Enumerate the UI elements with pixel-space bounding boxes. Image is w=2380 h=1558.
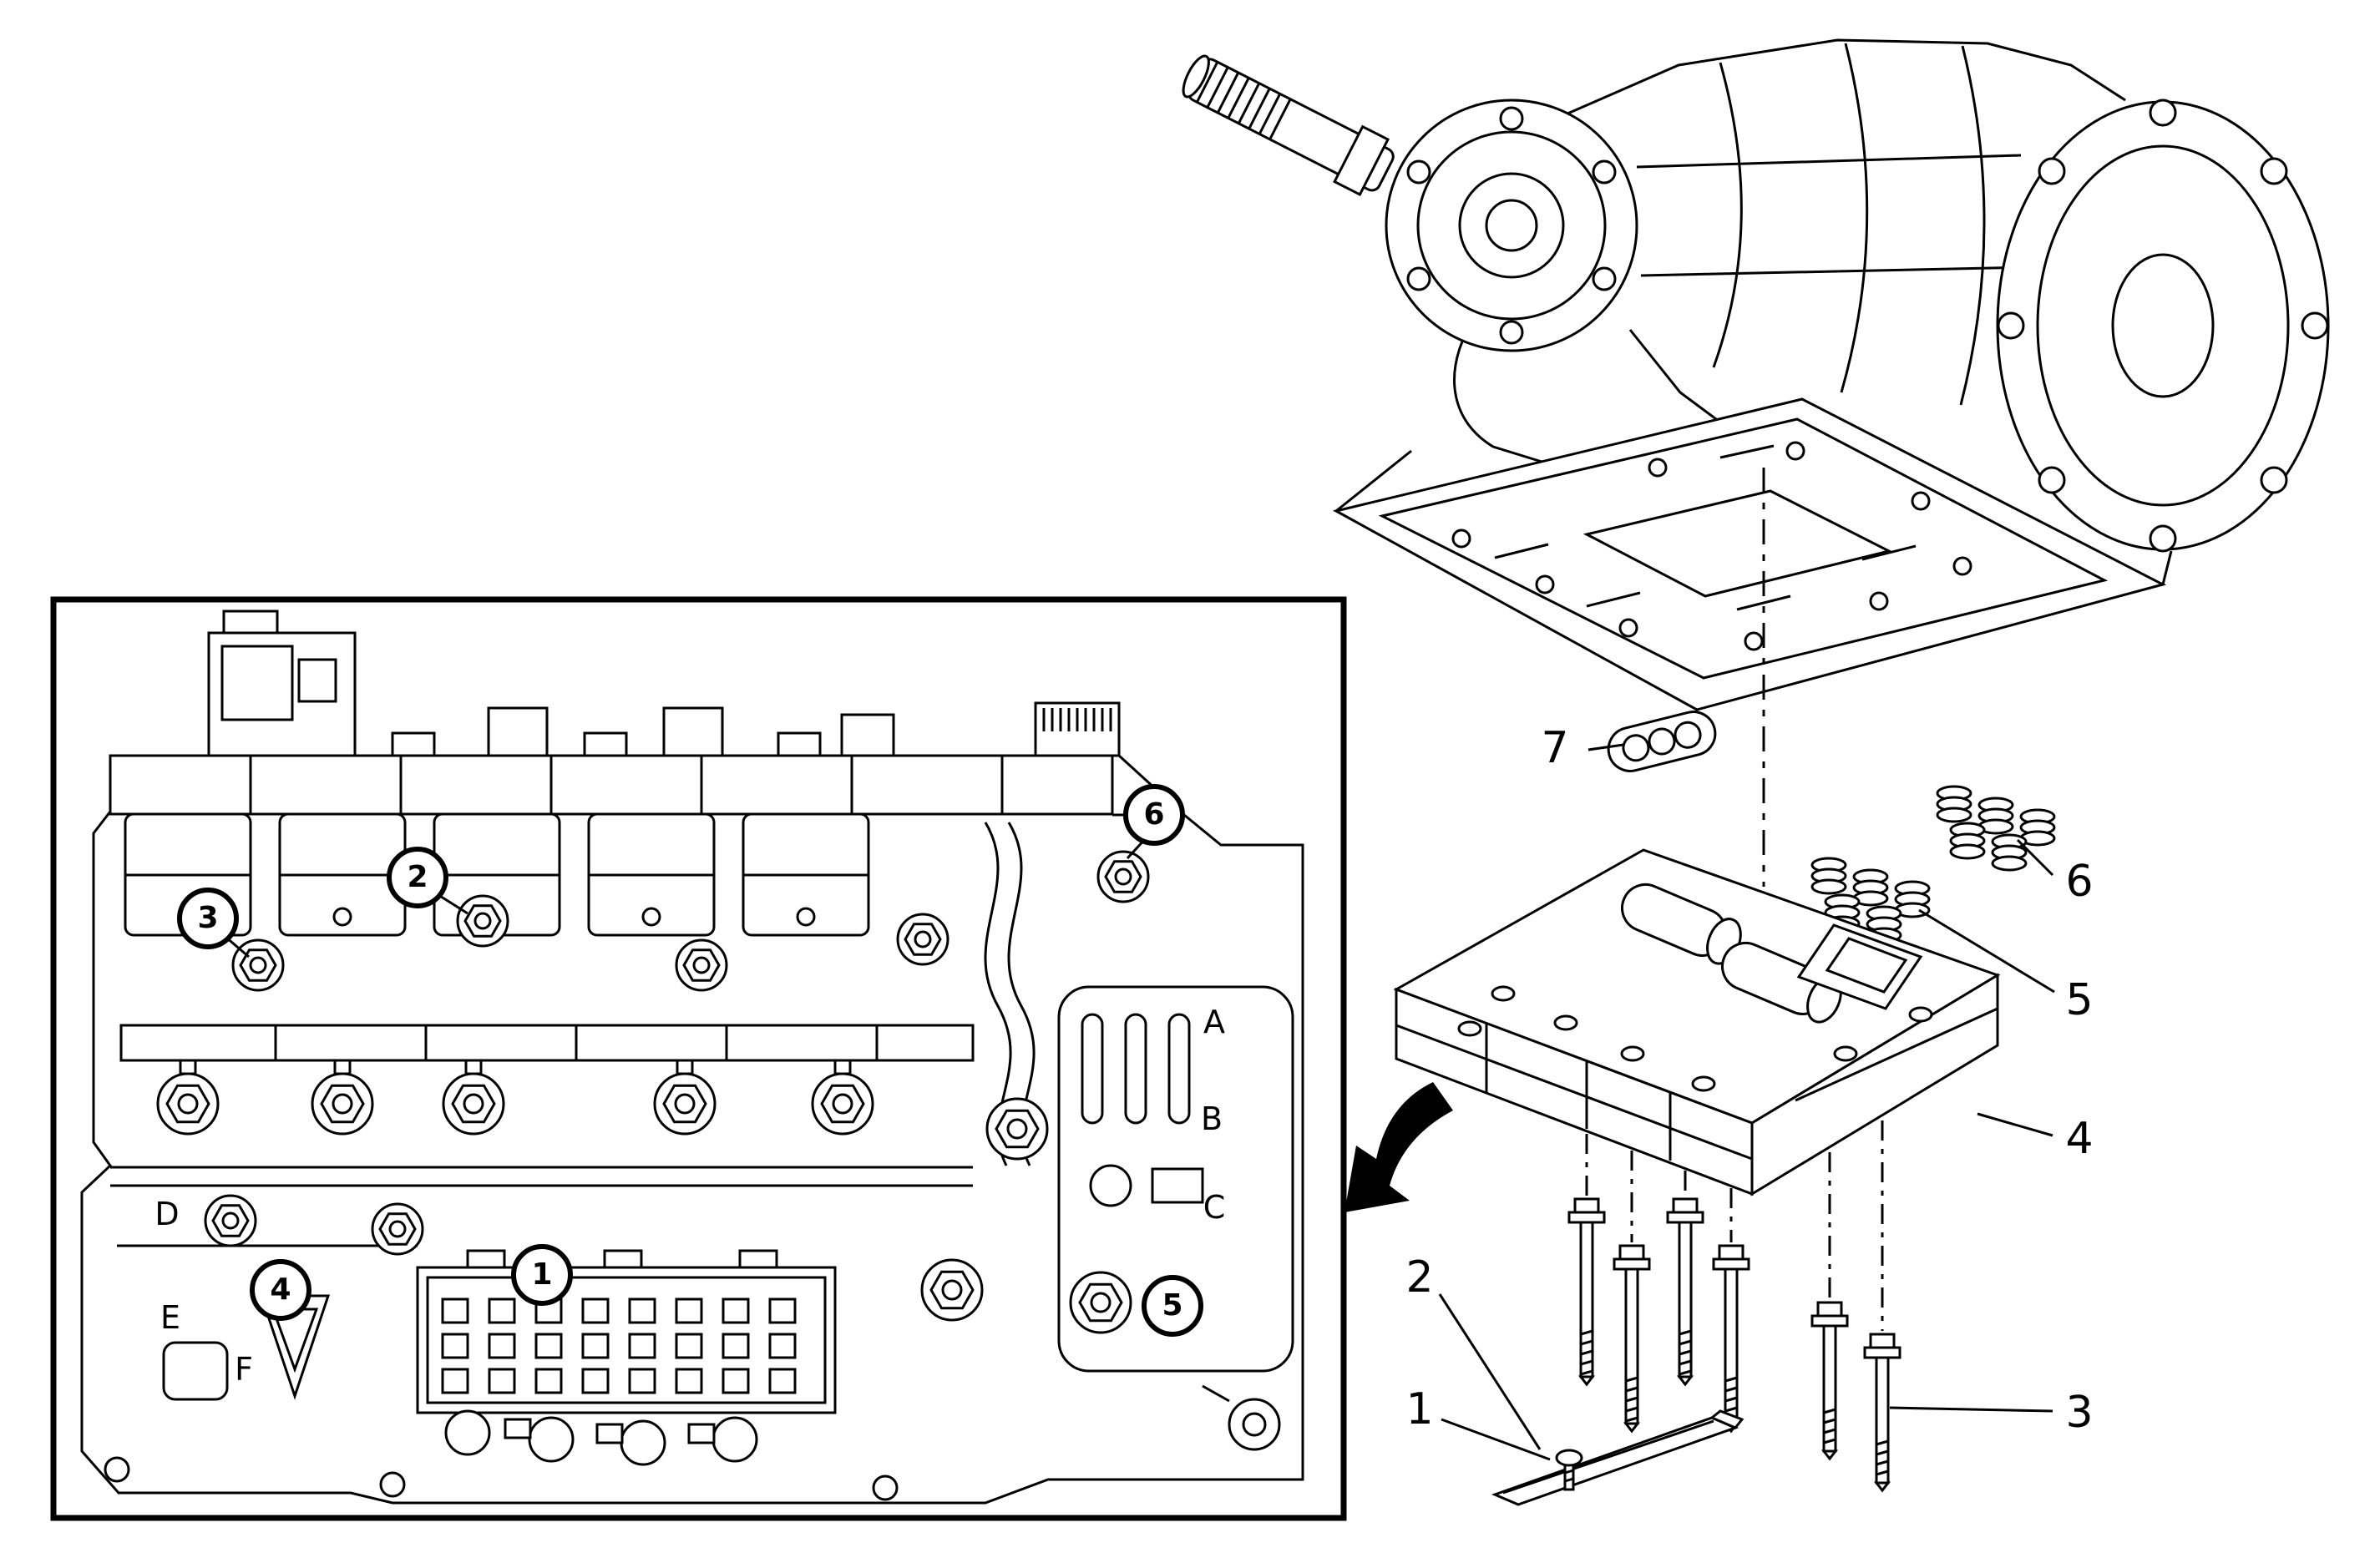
inset-callout-1: 1 (511, 1244, 573, 1306)
exploded-callout-5: 5 (2065, 975, 2094, 1025)
exploded-callout-2: 2 (1405, 1252, 1434, 1303)
exploded-callout-1: 1 (1405, 1384, 1434, 1434)
retainer-screw (1555, 1449, 1583, 1491)
exploded-callout-3: 3 (2065, 1388, 2094, 1438)
transmission-assembly (1182, 38, 2330, 711)
inset-callout-3: 3 (177, 888, 239, 949)
inset-callout-2: 2 (387, 847, 448, 908)
exploded-callout-7: 7 (1541, 723, 1569, 773)
fluid-deflector-strip (1491, 1409, 1744, 1506)
inset-panel (50, 596, 1347, 1521)
valve-body-bolts (1567, 1197, 1901, 1492)
control-valve-body (1393, 848, 2001, 1196)
reference-letter-f: F (235, 1351, 253, 1388)
reference-letter-d: D (154, 1196, 180, 1232)
bolt-alignment-lines (1585, 1120, 1884, 1331)
reference-letter-c: C (1203, 1189, 1226, 1226)
exploded-callout-4: 4 (2065, 1114, 2094, 1164)
rotation-arrow (1344, 1082, 1453, 1212)
seal-strip-7 (1607, 711, 1717, 772)
inset-callout-4: 4 (250, 1259, 311, 1321)
reference-letter-a: A (1203, 1004, 1225, 1040)
exploded-callout-6: 6 (2065, 857, 2094, 907)
leader-lines (1438, 743, 2055, 1461)
reference-letter-e: E (160, 1299, 181, 1336)
inset-callout-5: 5 (1142, 1275, 1203, 1337)
inset-callout-6: 6 (1123, 784, 1185, 846)
reference-letter-b: B (1200, 1100, 1223, 1137)
